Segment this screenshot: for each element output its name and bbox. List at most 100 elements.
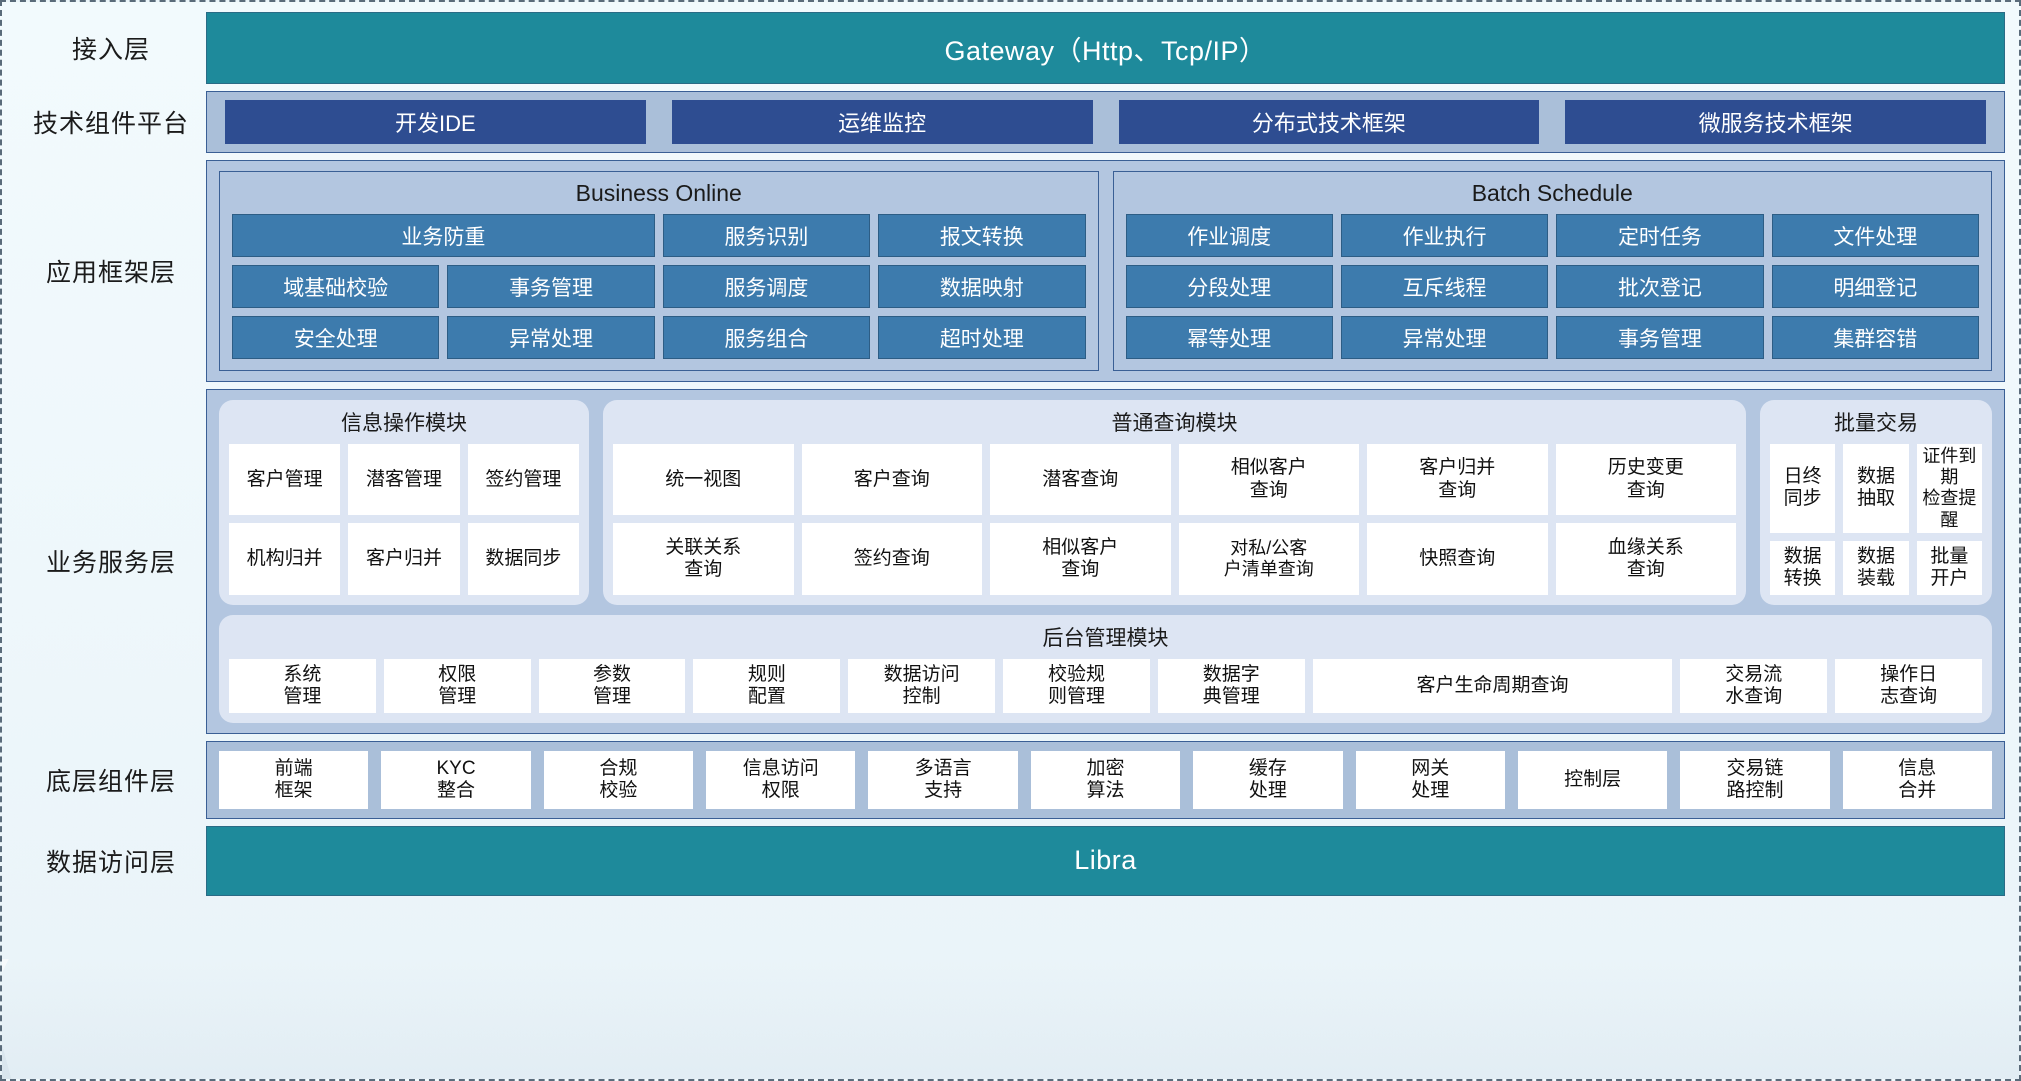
business-service-top-row: 信息操作模块 客户管理 潜客管理 签约管理 机构归并 客户归并 数据同步 (219, 400, 1992, 605)
bottom-cell-6[interactable]: 缓存处理 (1193, 750, 1343, 809)
bs-chip-10[interactable]: 事务管理 (1556, 316, 1764, 359)
layer-row-business-service: 业务服务层 信息操作模块 客户管理 潜客管理 签约管理 机构归并 客户归并 (16, 389, 2005, 734)
query-cell-11[interactable]: 血缘关系查询 (1555, 523, 1736, 595)
layer-row-tech-platform: 技术组件平台 开发IDE 运维监控 分布式技术框架 微服务技术框架 (16, 91, 2005, 153)
gateway-bar[interactable]: Gateway（Http、Tcp/IP） (206, 12, 2005, 84)
batch-cell-2[interactable]: 证件到期检查提醒 (1916, 444, 1982, 533)
admin-cell-5[interactable]: 校验规则管理 (1003, 658, 1150, 713)
info-cell-5[interactable]: 数据同步 (467, 523, 579, 595)
tech-item-ide[interactable]: 开发IDE (225, 100, 646, 144)
batch-cell-1[interactable]: 数据抽取 (1843, 444, 1909, 533)
business-service-panel: 信息操作模块 客户管理 潜客管理 签约管理 机构归并 客户归并 数据同步 (206, 389, 2005, 734)
bottom-cell-5[interactable]: 加密算法 (1030, 750, 1181, 809)
bs-chip-4[interactable]: 分段处理 (1125, 265, 1333, 308)
bo-chip-3[interactable]: 域基础校验 (232, 265, 440, 308)
query-cell-9[interactable]: 对私/公客户清单查询 (1178, 523, 1359, 595)
query-cell-7[interactable]: 签约查询 (801, 523, 982, 595)
business-service-bottom-row: 后台管理模块 系统管理 权限管理 参数管理 规则配置 数据访问控制 校验规则管理… (219, 614, 1992, 723)
group-business-online: Business Online 业务防重 服务识别 报文转换 域基础校验 事务管… (219, 171, 1099, 371)
query-cell-5[interactable]: 历史变更查询 (1555, 444, 1736, 516)
batch-cell-4[interactable]: 数据装载 (1843, 540, 1909, 595)
admin-cell-4[interactable]: 数据访问控制 (848, 658, 996, 713)
info-cell-4[interactable]: 客户归并 (348, 523, 460, 595)
info-cell-2[interactable]: 签约管理 (467, 444, 579, 516)
bs-chip-11[interactable]: 集群容错 (1771, 316, 1979, 359)
module-admin-management: 后台管理模块 系统管理 权限管理 参数管理 规则配置 数据访问控制 校验规则管理… (219, 614, 1992, 723)
bs-chip-2[interactable]: 定时任务 (1556, 214, 1764, 257)
module-title-batch-transaction: 批量交易 (1834, 412, 1918, 435)
tech-item-microservice-framework[interactable]: 微服务技术框架 (1565, 100, 1986, 144)
bo-chip-8[interactable]: 异常处理 (447, 316, 655, 359)
business-online-grid: 业务防重 服务识别 报文转换 域基础校验 事务管理 服务调度 数据映射 安全处理… (232, 214, 1086, 359)
bo-chip-2[interactable]: 报文转换 (878, 214, 1086, 257)
info-cell-0[interactable]: 客户管理 (229, 444, 341, 516)
app-framework-panel: Business Online 业务防重 服务识别 报文转换 域基础校验 事务管… (206, 160, 2005, 382)
layer-row-access: 接入层 Gateway（Http、Tcp/IP） (16, 12, 2005, 84)
module-title-admin-management: 后台管理模块 (1042, 626, 1169, 650)
info-cell-1[interactable]: 潜客管理 (348, 444, 460, 516)
bs-chip-9[interactable]: 异常处理 (1340, 316, 1549, 359)
layer-row-data-access: 数据访问层 Libra (16, 825, 2005, 896)
bottom-cell-8[interactable]: 控制层 (1517, 750, 1668, 809)
tech-platform-panel: 开发IDE 运维监控 分布式技术框架 微服务技术框架 (206, 91, 2005, 153)
admin-cell-6[interactable]: 数据字典管理 (1157, 658, 1305, 713)
bo-chip-4[interactable]: 事务管理 (447, 265, 655, 308)
bottom-cell-3[interactable]: 信息访问权限 (706, 750, 856, 809)
admin-module-grid: 系统管理 权限管理 参数管理 规则配置 数据访问控制 校验规则管理 数据字典管理… (229, 658, 1982, 713)
batch-cell-3[interactable]: 数据转换 (1770, 540, 1836, 595)
query-cell-6[interactable]: 关联关系查询 (613, 523, 794, 595)
admin-cell-0[interactable]: 系统管理 (229, 658, 376, 713)
admin-cell-3[interactable]: 规则配置 (693, 658, 841, 713)
admin-cell-2[interactable]: 参数管理 (538, 658, 686, 713)
admin-cell-8[interactable]: 交易流水查询 (1680, 658, 1828, 713)
bottom-cell-9[interactable]: 交易链路控制 (1680, 750, 1830, 809)
bo-chip-1[interactable]: 服务识别 (662, 214, 871, 257)
query-cell-4[interactable]: 客户归并查询 (1367, 444, 1548, 516)
tech-item-ops-monitor[interactable]: 运维监控 (671, 100, 1093, 144)
layer-label-business-service: 业务服务层 (45, 549, 176, 578)
bo-chip-0[interactable]: 业务防重 (232, 214, 655, 257)
libra-bar[interactable]: Libra (206, 825, 2005, 896)
bs-chip-0[interactable]: 作业调度 (1125, 214, 1333, 257)
bs-chip-8[interactable]: 幂等处理 (1125, 316, 1333, 359)
admin-cell-9[interactable]: 操作日志查询 (1835, 658, 1982, 713)
bottom-cell-0[interactable]: 前端框架 (219, 750, 369, 809)
admin-cell-7[interactable]: 客户生命周期查询 (1312, 658, 1673, 713)
group-title-batch-schedule: Batch Schedule (1471, 180, 1633, 206)
bottom-cell-4[interactable]: 多语言支持 (868, 750, 1018, 809)
bottom-cell-10[interactable]: 信息合并 (1842, 750, 1992, 809)
query-cell-2[interactable]: 潜客查询 (990, 444, 1171, 516)
layer-label-bottom-components: 底层组件层 (45, 767, 176, 796)
query-cell-8[interactable]: 相似客户查询 (990, 523, 1171, 595)
query-cell-10[interactable]: 快照查询 (1367, 523, 1548, 595)
bo-chip-5[interactable]: 服务调度 (662, 265, 871, 308)
bo-chip-9[interactable]: 服务组合 (662, 316, 871, 359)
info-cell-3[interactable]: 机构归并 (229, 523, 341, 595)
batch-cell-0[interactable]: 日终同步 (1770, 444, 1836, 533)
batch-cell-5[interactable]: 批量开户 (1916, 540, 1982, 595)
module-general-query: 普通查询模块 统一视图 客户查询 潜客查询 相似客户查询 客户归并查询 历史变更… (603, 400, 1746, 605)
query-cell-3[interactable]: 相似客户查询 (1178, 444, 1359, 516)
bs-chip-3[interactable]: 文件处理 (1771, 214, 1979, 257)
layer-label-app-framework: 应用框架层 (45, 259, 176, 287)
bs-chip-6[interactable]: 批次登记 (1556, 265, 1764, 308)
layer-label-tech-platform: 技术组件平台 (32, 110, 189, 138)
bs-chip-1[interactable]: 作业执行 (1340, 214, 1549, 257)
query-cell-0[interactable]: 统一视图 (613, 444, 794, 516)
bo-chip-7[interactable]: 安全处理 (232, 316, 440, 359)
bs-chip-7[interactable]: 明细登记 (1771, 265, 1979, 308)
tech-item-distributed-framework[interactable]: 分布式技术框架 (1118, 100, 1540, 144)
bo-chip-6[interactable]: 数据映射 (878, 265, 1086, 308)
bs-chip-5[interactable]: 互斥线程 (1340, 265, 1549, 308)
bottom-cell-2[interactable]: 合规校验 (543, 750, 694, 809)
query-cell-1[interactable]: 客户查询 (801, 444, 982, 516)
layer-row-app-framework: 应用框架层 Business Online 业务防重 服务识别 报文转换 域基础… (16, 160, 2005, 382)
bo-chip-10[interactable]: 超时处理 (878, 316, 1086, 359)
info-module-grid: 客户管理 潜客管理 签约管理 机构归并 客户归并 数据同步 (229, 444, 579, 595)
admin-cell-1[interactable]: 权限管理 (383, 658, 531, 713)
bottom-cell-7[interactable]: 网关处理 (1355, 750, 1505, 809)
